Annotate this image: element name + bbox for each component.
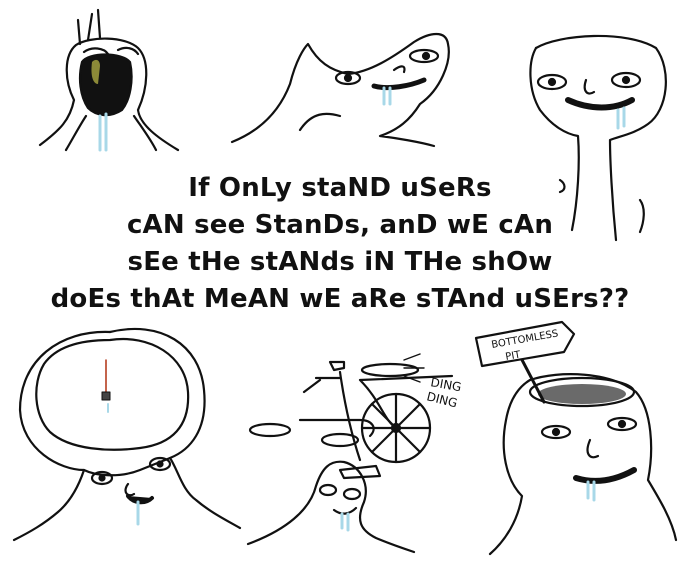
empty-brain-wojak-drawing — [12, 327, 242, 542]
longneck-wojak-drawing — [529, 34, 667, 242]
sign-text-2: PIT — [505, 349, 523, 363]
bottomless-pit-wojak-drawing — [474, 320, 678, 556]
caption-line-4: doEs thAt MeAN wE aRe sTAnd uSErs?? — [50, 284, 630, 314]
caption-line-2: cAN see StanDs, anD wE cAn — [126, 210, 554, 240]
drool — [107, 403, 140, 526]
sign-board — [474, 320, 576, 368]
drool — [586, 480, 596, 502]
drool — [340, 512, 350, 532]
screaming-wojak-drawing — [38, 8, 180, 152]
caption-line-3: sEe tHe stANds iN THe shOw — [127, 247, 553, 277]
caption-line-1: If OnLy staND uSeRs — [188, 173, 492, 203]
drool — [98, 112, 108, 152]
ding-text-1: DING — [429, 375, 462, 394]
drool — [382, 86, 392, 106]
meme-caption: If OnLy staND uSeRs cAN see StanDs, anD … — [0, 170, 680, 318]
bicycle-head-wojak-drawing — [246, 353, 454, 554]
drool — [616, 106, 626, 130]
smug-wojak-drawing — [230, 32, 450, 148]
